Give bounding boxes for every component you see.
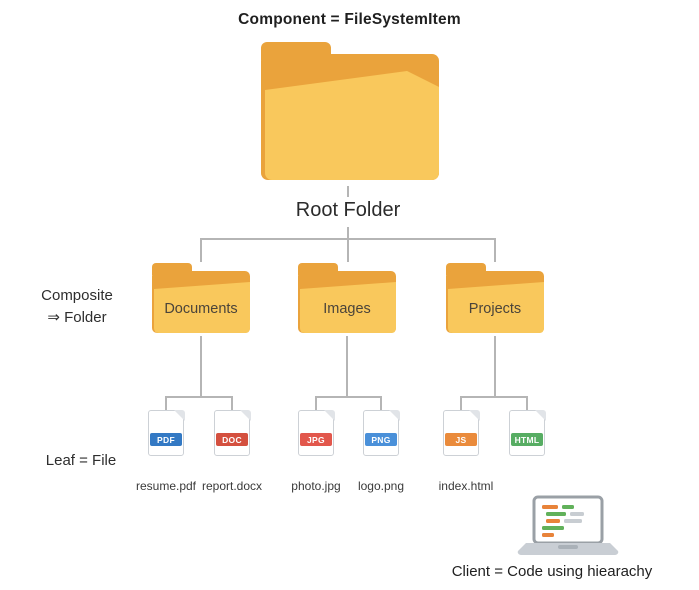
connector-drop-images — [347, 238, 349, 262]
page-fold-icon — [173, 409, 185, 421]
composite-label: Composite ⇒ Folder — [18, 285, 136, 329]
connector-drop-js — [460, 396, 462, 410]
file-doc-icon: DOC — [214, 409, 251, 456]
connector-projects-bracket — [461, 396, 527, 398]
caption-index-html: index.html — [438, 479, 494, 493]
connector-drop-png — [380, 396, 382, 410]
laptop-icon — [517, 495, 619, 555]
client-label: Client = Code using hiearachy — [451, 563, 653, 580]
documents-folder-label: Documents — [164, 301, 238, 317]
connector-drop-documents — [200, 238, 202, 262]
connector-documents-bracket — [166, 396, 232, 398]
connector-images-bracket — [316, 396, 381, 398]
connector-images-stem — [346, 336, 348, 396]
page-fold-icon — [388, 409, 400, 421]
diagram-title: Component = FileSystemItem — [238, 11, 461, 28]
connector-root-stem-bottom — [347, 227, 349, 238]
doc-badge: DOC — [216, 433, 248, 446]
file-png-icon: PNG — [363, 409, 400, 456]
images-folder: Images — [294, 262, 400, 336]
images-folder-icon — [298, 263, 396, 333]
jpg-badge: JPG — [300, 433, 332, 446]
connector-drop-pdf — [165, 396, 167, 410]
connector-drop-jpg — [315, 396, 317, 410]
file-pdf-icon: PDF — [148, 409, 185, 456]
composite-label-line1: Composite — [41, 287, 113, 304]
connector-drop-doc — [231, 396, 233, 410]
documents-folder: Documents — [148, 262, 254, 336]
pdf-badge: PDF — [150, 433, 182, 446]
leaf-label: Leaf = File — [45, 452, 117, 469]
caption-photo-jpg: photo.jpg — [291, 479, 341, 493]
projects-folder-icon — [446, 263, 544, 333]
page-fold-icon — [239, 409, 251, 421]
file-html-icon: HTML — [509, 409, 546, 456]
projects-folder: Projects — [442, 262, 548, 336]
caption-resume-pdf: resume.pdf — [135, 479, 197, 493]
js-badge: JS — [445, 433, 477, 446]
connector-root-stem-top — [347, 186, 349, 197]
connector-documents-stem — [200, 336, 202, 396]
documents-folder-icon — [152, 263, 250, 333]
caption-logo-png: logo.png — [357, 479, 405, 493]
composite-label-line2: ⇒ Folder — [47, 309, 107, 326]
projects-folder-label: Projects — [468, 301, 522, 317]
root-folder-label: Root Folder — [295, 199, 401, 221]
root-folder-icon — [261, 42, 439, 180]
page-fold-icon — [534, 409, 546, 421]
caption-report-docx: report.docx — [201, 479, 263, 493]
file-jpg-icon: JPG — [298, 409, 335, 456]
png-badge: PNG — [365, 433, 397, 446]
connector-drop-projects — [494, 238, 496, 262]
connector-drop-html — [526, 396, 528, 410]
images-folder-label: Images — [323, 301, 371, 317]
page-fold-icon — [323, 409, 335, 421]
file-js-icon: JS — [443, 409, 480, 456]
page-fold-icon — [468, 409, 480, 421]
connector-projects-stem — [494, 336, 496, 396]
html-badge: HTML — [511, 433, 543, 446]
